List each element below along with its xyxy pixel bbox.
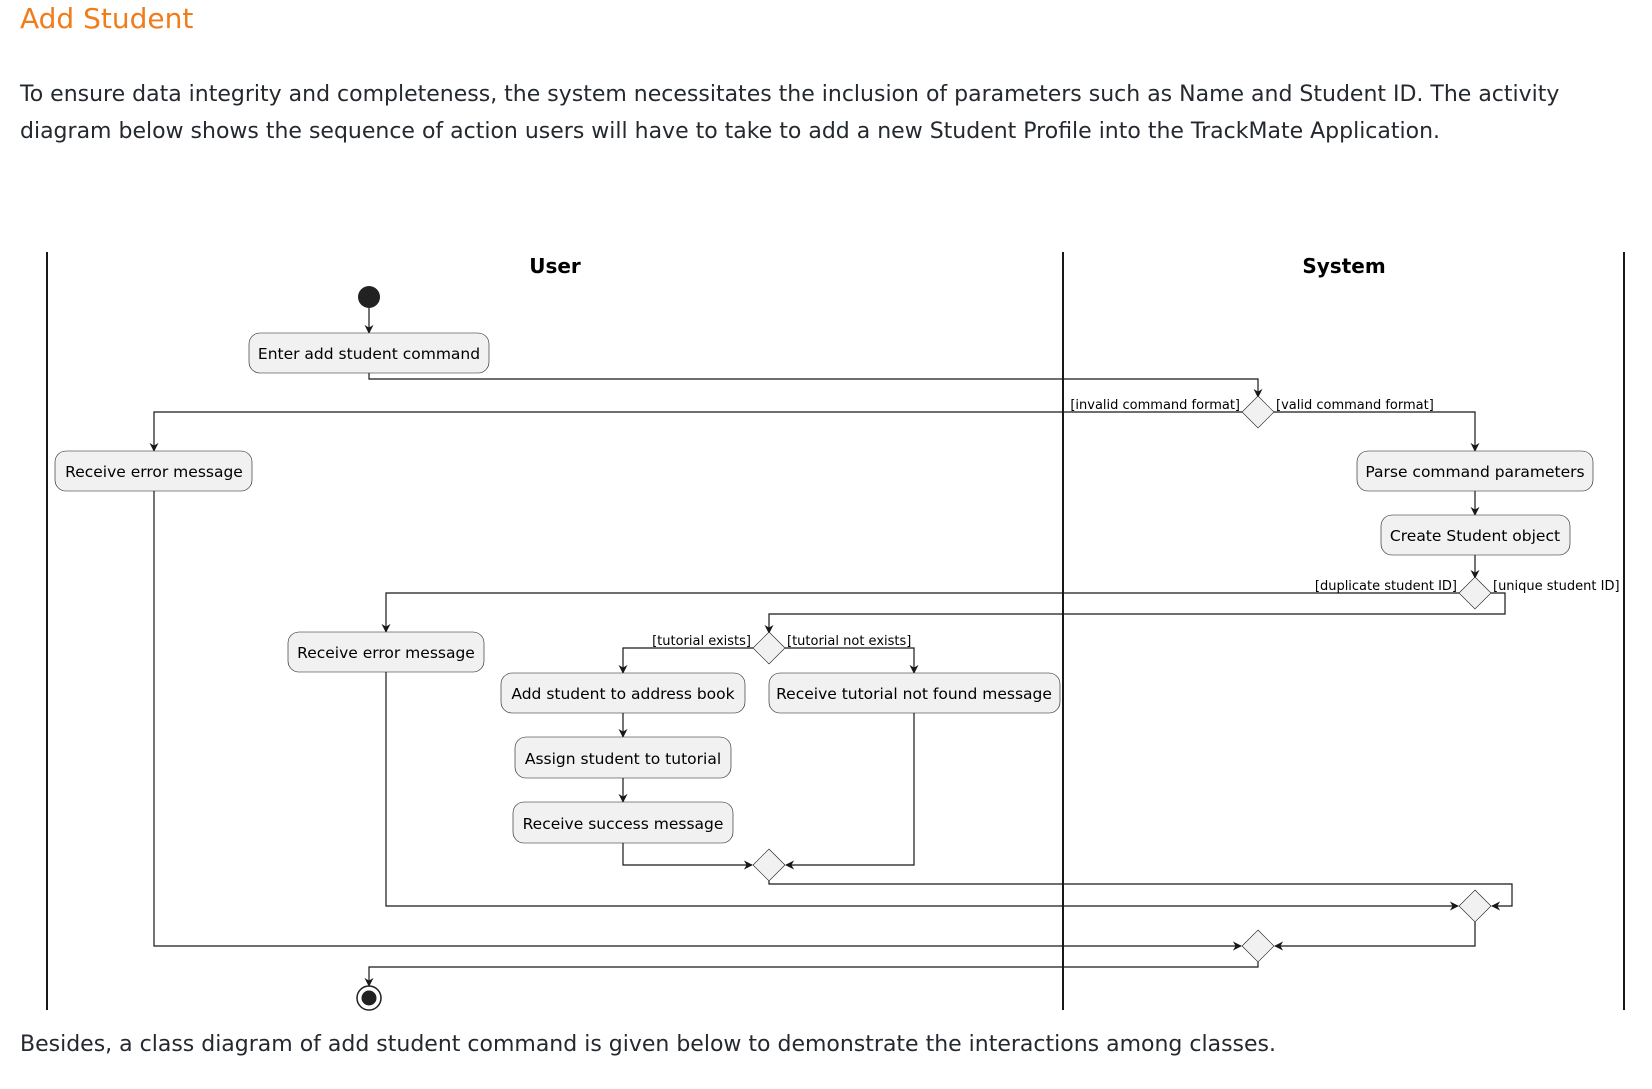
guard-duplicate-id: [duplicate student ID] [1315, 579, 1457, 594]
outro-paragraph: Besides, a class diagram of add student … [20, 1032, 1276, 1057]
action-receive-error-format: Receive error message [54, 450, 253, 492]
guard-unique-id: [unique student ID] [1493, 579, 1620, 594]
flow-lines [149, 308, 1513, 987]
decision-tutorial [752, 631, 786, 665]
merge-student-id [1458, 889, 1492, 923]
decision-format [1241, 395, 1275, 429]
action-enter-command: Enter add student command [248, 332, 490, 374]
action-add-to-address-book: Add student to address book [500, 672, 746, 714]
guard-tutorial-exists: [tutorial exists] [652, 634, 751, 649]
svg-text:Enter add student command: Enter add student command [258, 345, 480, 363]
intro-paragraph: To ensure data integrity and completenes… [20, 82, 1560, 144]
svg-text:Receive tutorial not found mes: Receive tutorial not found message [776, 685, 1052, 703]
svg-text:Receive error message: Receive error message [65, 463, 243, 481]
lane-title-user: User [529, 254, 581, 278]
merge-tutorial [752, 848, 786, 882]
guard-invalid-format: [invalid command format] [1070, 398, 1240, 413]
svg-text:Receive error message: Receive error message [297, 644, 475, 662]
svg-text:Create Student object: Create Student object [1390, 527, 1560, 545]
merge-format [1241, 929, 1275, 963]
svg-text:Add student to address book: Add student to address book [511, 685, 734, 703]
start-node [358, 286, 380, 308]
svg-text:Assign student to tutorial: Assign student to tutorial [525, 750, 721, 768]
guard-tutorial-not-exists: [tutorial not exists] [787, 634, 911, 649]
action-tutorial-not-found: Receive tutorial not found message [768, 672, 1061, 714]
svg-text:Receive success message: Receive success message [523, 815, 724, 833]
svg-text:Parse command parameters: Parse command parameters [1365, 463, 1584, 481]
decision-student-id [1458, 576, 1492, 610]
section-heading: Add Student [20, 2, 194, 35]
action-receive-error-duplicate: Receive error message [287, 631, 485, 673]
action-create-student: Create Student object [1380, 514, 1571, 556]
guard-valid-format: [valid command format] [1276, 398, 1434, 413]
lane-title-system: System [1302, 254, 1385, 278]
action-assign-tutorial: Assign student to tutorial [514, 736, 732, 779]
action-receive-success: Receive success message [512, 801, 734, 844]
end-node [356, 985, 382, 1011]
action-parse-parameters: Parse command parameters [1356, 450, 1594, 492]
